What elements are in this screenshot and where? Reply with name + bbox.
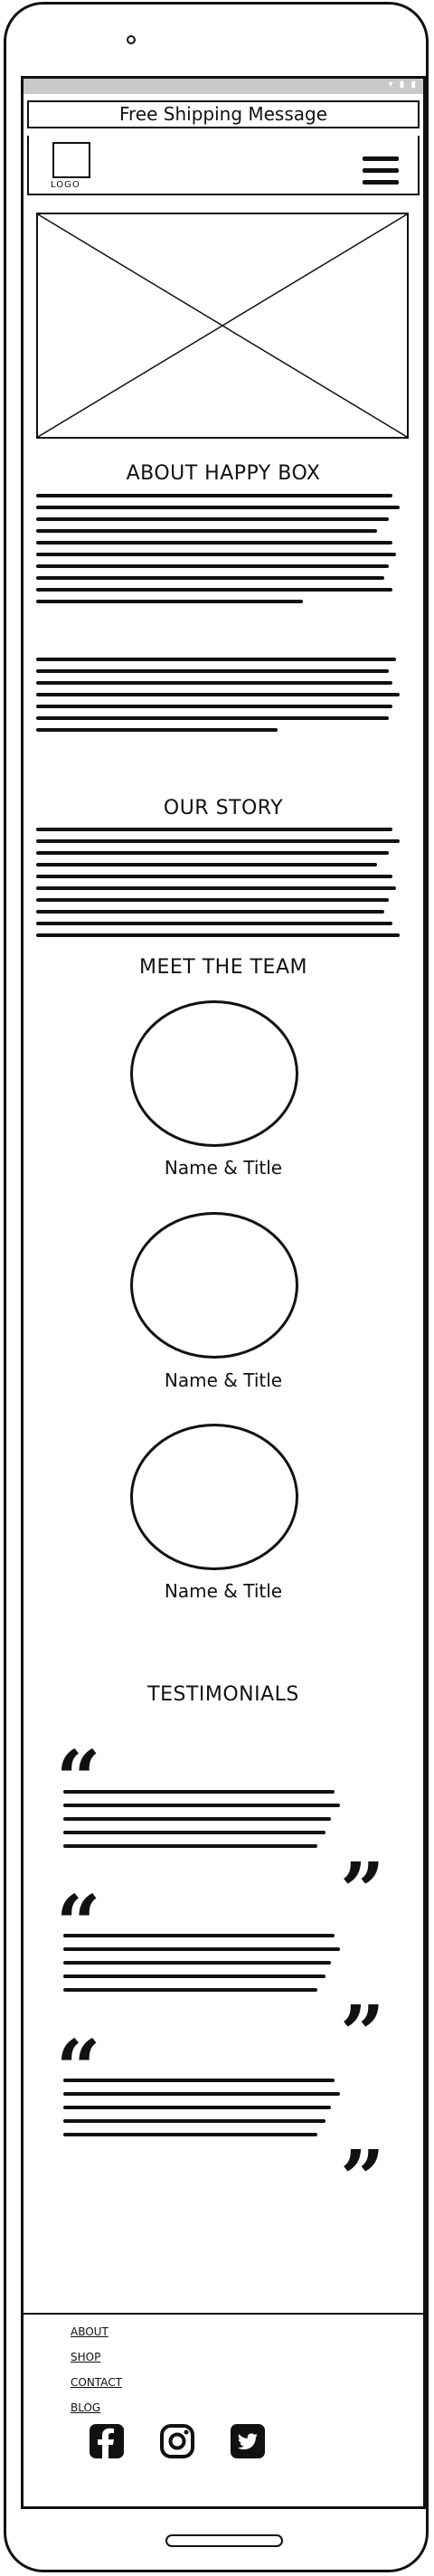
footer-link-shop[interactable]: SHOP <box>71 2351 101 2363</box>
close-quote-icon: ” <box>340 2148 384 2188</box>
team-member-caption: Name & Title <box>164 1157 283 1179</box>
hero-image-placeholder <box>36 213 409 439</box>
meet-the-team-title: MEET THE TEAM <box>139 956 307 979</box>
phone-frame: ▾ ▮ ▮ Free Shipping Message LOGO ABOUT H… <box>4 2 429 2572</box>
team-member-photo <box>130 1424 298 1570</box>
free-shipping-banner[interactable]: Free Shipping Message <box>27 100 420 128</box>
our-story-paragraph <box>36 828 407 945</box>
phone-screen: ▾ ▮ ▮ Free Shipping Message LOGO ABOUT H… <box>21 76 426 2509</box>
testimonials-title: TESTIMONIALS <box>147 1683 299 1706</box>
team-member-caption: Name & Title <box>164 1580 283 1602</box>
team-member-photo <box>130 1000 298 1147</box>
testimonial-text <box>63 1934 345 2002</box>
phone-camera <box>127 35 136 44</box>
site-header <box>27 136 420 195</box>
about-paragraph-2 <box>36 658 407 740</box>
testimonial-text <box>63 2079 345 2146</box>
close-quote-icon: ” <box>340 2003 384 2043</box>
about-paragraph-1 <box>36 494 407 611</box>
facebook-icon[interactable] <box>89 2423 125 2459</box>
status-bar: ▾ ▮ ▮ <box>24 79 423 94</box>
open-quote-icon: “ <box>56 2038 100 2078</box>
hamburger-menu-icon[interactable] <box>363 156 399 187</box>
team-member-caption: Name & Title <box>164 1369 283 1391</box>
close-quote-icon: ” <box>340 1861 384 1900</box>
phone-home-button[interactable] <box>165 2534 283 2547</box>
footer-link-contact[interactable]: CONTACT <box>71 2376 122 2389</box>
logo-label: LOGO <box>51 180 80 190</box>
testimonial-text <box>63 1790 345 1858</box>
open-quote-icon: “ <box>56 1748 100 1788</box>
our-story-title: OUR STORY <box>163 797 284 819</box>
logo-icon[interactable] <box>52 142 90 178</box>
open-quote-icon: “ <box>56 1893 100 1933</box>
footer-divider <box>24 2313 423 2315</box>
instagram-icon[interactable] <box>159 2423 195 2459</box>
team-member-photo <box>130 1212 298 1359</box>
footer-link-about[interactable]: ABOUT <box>71 2325 108 2338</box>
twitter-icon[interactable] <box>230 2423 266 2459</box>
footer-link-blog[interactable]: BLOG <box>71 2401 101 2414</box>
status-icons: ▾ ▮ ▮ <box>388 80 418 90</box>
about-title: ABOUT HAPPY BOX <box>126 462 321 485</box>
